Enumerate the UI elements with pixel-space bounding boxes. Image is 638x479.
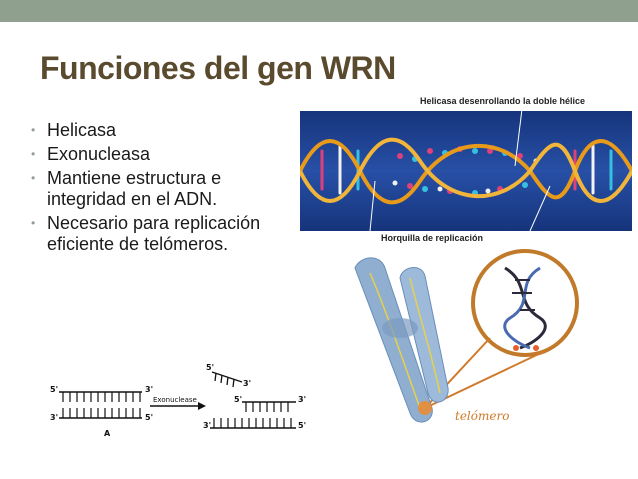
strand-label: 5'	[50, 385, 58, 394]
bullet-text: Mantiene estructura e integridad en el A…	[47, 168, 222, 209]
strand-label: 3'	[243, 379, 251, 388]
bullet-text: Necesario para replicación eficiente de …	[47, 213, 261, 254]
exonuclease-label: Exonuclease	[153, 396, 197, 404]
exonuclease-diagram: 5' 3' 3' 5' A 5' 3' 5' 3' 3' 5' Exonucle…	[50, 363, 306, 438]
bullet-text: Helicasa	[47, 120, 117, 140]
strand-label: 5'	[234, 395, 242, 404]
chromosome-telomere-image: telómero	[354, 249, 579, 423]
marker-label: A	[104, 429, 111, 438]
strand-label: 5'	[145, 413, 153, 422]
bullet-dot: •	[31, 171, 36, 185]
strand-label: 3'	[145, 385, 153, 394]
telomere-label: telómero	[455, 409, 509, 423]
bullet-item: • Helicasa	[30, 120, 292, 141]
bullet-item: • Mantiene estructura e integridad en el …	[30, 168, 292, 210]
bullet-text: Exonucleasa	[47, 144, 151, 164]
bullet-dot: •	[31, 123, 36, 137]
bullet-dot: •	[31, 216, 36, 230]
strand-label: 3'	[50, 413, 58, 422]
strand-label: 5'	[206, 363, 214, 372]
bullet-item: • Necesario para replicación eficiente de…	[30, 213, 292, 255]
bullet-list: • Helicasa • Exonucleasa • Mantiene estruct…	[30, 120, 292, 258]
helicase-dna-image	[300, 111, 632, 231]
bullet-dot: •	[31, 147, 36, 161]
bullet-item: • Exonucleasa	[30, 144, 292, 165]
top-accent-bar	[0, 0, 638, 22]
helicase-bottom-caption: Horquilla de replicación	[381, 233, 484, 243]
slide-title: Funciones del gen WRN	[40, 50, 396, 86]
helicase-top-caption: Helicasa desenrollando la doble hélice	[420, 96, 586, 106]
strand-label: 5'	[298, 421, 306, 430]
strand-label: 3'	[203, 421, 211, 430]
strand-label: 3'	[298, 395, 306, 404]
